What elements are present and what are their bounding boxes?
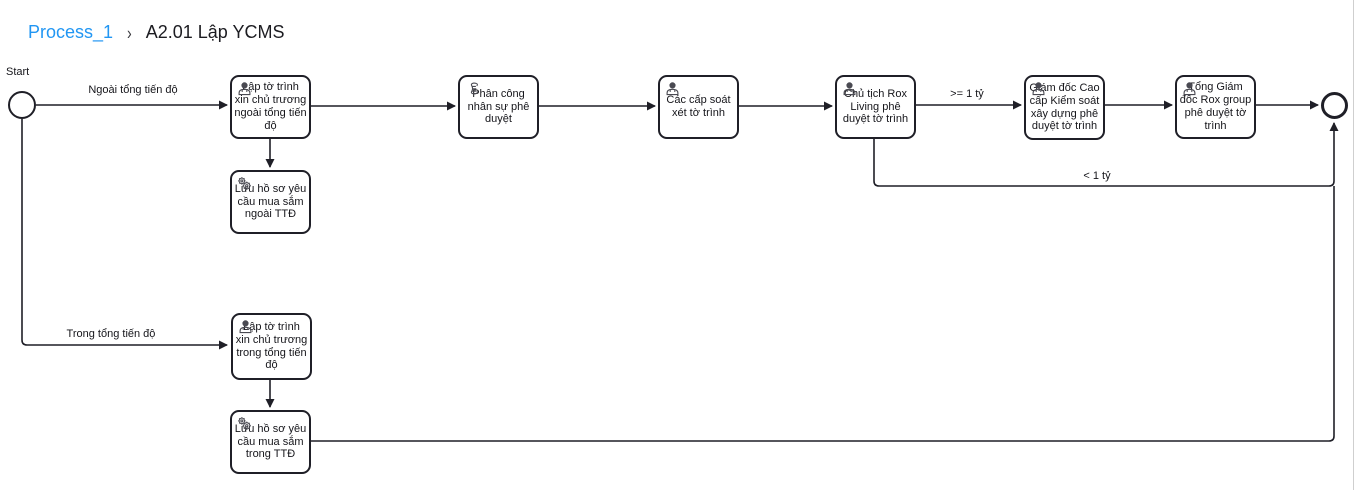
task-cac-cap-soat-xet[interactable]: Các cấp soát xét tờ trình bbox=[658, 75, 739, 139]
task-lap-to-trinh-trong[interactable]: Lập tờ trình xin chủ trương trong tổng t… bbox=[231, 313, 312, 380]
breadcrumb-current-title: A2.01 Lập YCMS bbox=[145, 22, 285, 42]
edge-label-gte-1ty[interactable]: >= 1 tỷ bbox=[950, 88, 984, 100]
user-icon bbox=[666, 82, 679, 96]
task-label: Các cấp soát xét tờ trình bbox=[666, 94, 731, 119]
task-giam-doc-cao-cap[interactable]: Giám đốc Cao cấp Kiểm soát xây dựng phê … bbox=[1024, 75, 1105, 140]
canvas-right-edge bbox=[1353, 0, 1354, 490]
script-icon bbox=[470, 82, 478, 95]
chevron-right-icon: › bbox=[127, 22, 132, 43]
breadcrumb: Process_1 › A2.01 Lập YCMS bbox=[28, 22, 284, 43]
task-label: Giám đốc Cao cấp Kiểm soát xây dựng phê … bbox=[1029, 81, 1100, 133]
user-icon bbox=[1183, 82, 1196, 96]
start-event[interactable] bbox=[8, 91, 36, 119]
task-label: Lập tờ trình xin chủ trương trong tổng t… bbox=[235, 320, 308, 372]
task-label: Tổng Giám đốc Rox group phê duyệt tờ trì… bbox=[1179, 81, 1252, 132]
task-luu-ho-so-ngoai[interactable]: Lưu hồ sơ yêu cầu mua sắm ngoài TTĐ bbox=[230, 170, 311, 234]
user-icon bbox=[843, 82, 856, 96]
task-luu-ho-so-trong[interactable]: Lưu hồ sơ yêu cầu mua sắm trong TTĐ bbox=[230, 410, 311, 474]
flow-luu-trong-to-end[interactable] bbox=[311, 186, 1335, 442]
task-label: Lập tờ trình xin chủ trương ngoài tổng t… bbox=[234, 81, 307, 132]
flow-chu-tich-lt1ty-to-end[interactable] bbox=[873, 122, 1339, 187]
task-label: Lưu hồ sơ yêu cầu mua sắm ngoài TTĐ bbox=[234, 182, 307, 221]
start-event-label[interactable]: Start bbox=[6, 66, 30, 78]
task-phan-cong[interactable]: Phân công nhân sự phê duyệt bbox=[458, 75, 539, 139]
edge-label-lt-1ty[interactable]: < 1 tỷ bbox=[1083, 170, 1111, 182]
flow-start-to-lap-trong[interactable] bbox=[21, 119, 228, 350]
task-lap-to-trinh-ngoai[interactable]: Lập tờ trình xin chủ trương ngoài tổng t… bbox=[230, 75, 311, 139]
task-label: Phân công nhân sự phê duyệt bbox=[467, 87, 530, 126]
task-label: Chủ tịch Rox Living phê duyệt tờ trình bbox=[842, 87, 909, 126]
service-gears-icon bbox=[238, 417, 251, 430]
end-event[interactable] bbox=[1321, 92, 1348, 119]
user-icon bbox=[238, 82, 251, 96]
user-icon bbox=[1032, 82, 1045, 96]
task-tong-giam-doc[interactable]: Tổng Giám đốc Rox group phê duyệt tờ trì… bbox=[1175, 75, 1256, 139]
task-chu-tich-rox[interactable]: Chủ tịch Rox Living phê duyệt tờ trình bbox=[835, 75, 916, 139]
breadcrumb-process-link[interactable]: Process_1 bbox=[28, 22, 114, 42]
edge-label-ngoai-ttd[interactable]: Ngoài tổng tiến độ bbox=[88, 84, 178, 96]
edge-label-trong-ttd[interactable]: Trong tổng tiến độ bbox=[66, 328, 156, 340]
service-gears-icon bbox=[238, 177, 251, 190]
user-icon bbox=[239, 320, 252, 334]
task-label: Lưu hồ sơ yêu cầu mua sắm trong TTĐ bbox=[234, 422, 307, 461]
